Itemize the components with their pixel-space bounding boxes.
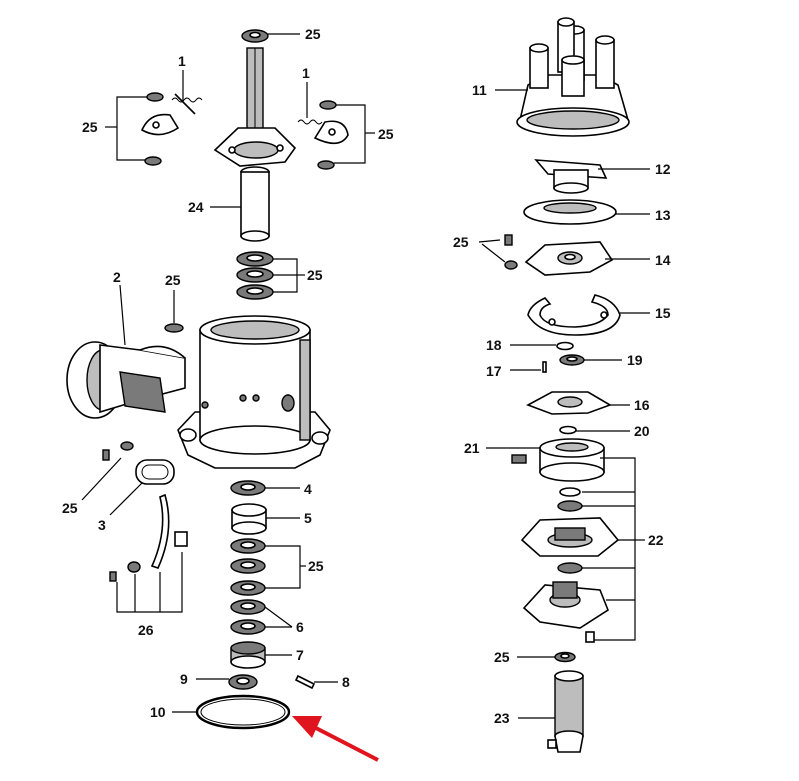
label-10: 10 xyxy=(150,704,166,720)
lower-left-screw xyxy=(81,441,134,501)
label-8: 8 xyxy=(342,674,350,690)
bushing-5 xyxy=(231,503,300,535)
clip-ring-15 xyxy=(527,294,650,336)
label-22: 22 xyxy=(648,532,664,548)
left-flyweight-group xyxy=(105,70,203,166)
label-19: 19 xyxy=(627,352,643,368)
label-1-right: 1 xyxy=(302,65,310,81)
vacuum-washer xyxy=(164,290,184,333)
distributor-cap xyxy=(495,17,630,137)
label-13: 13 xyxy=(655,207,671,223)
washer-pair-6 xyxy=(230,599,293,635)
rotor-12 xyxy=(534,159,650,194)
label-21: 21 xyxy=(464,440,480,456)
lower-right-washer xyxy=(517,651,576,663)
top-washer xyxy=(241,29,300,43)
distributor-shaft xyxy=(213,47,297,167)
ring-20 xyxy=(559,425,630,435)
ring-18 xyxy=(510,341,574,351)
pickup-coil-21 xyxy=(486,438,605,482)
highlight-arrow xyxy=(292,716,379,762)
collar-9 xyxy=(196,674,258,690)
seal-ring xyxy=(109,459,175,516)
washer-4 xyxy=(230,480,300,496)
label-17: 17 xyxy=(486,363,502,379)
label-18: 18 xyxy=(486,337,502,353)
plate-14 xyxy=(478,234,650,276)
label-9: 9 xyxy=(180,671,188,687)
label-7: 7 xyxy=(296,647,304,663)
drive-gear-7 xyxy=(230,641,292,669)
distributor-housing xyxy=(177,315,331,469)
label-25-right: 25 xyxy=(378,126,394,142)
label-16: 16 xyxy=(634,397,650,413)
label-20: 20 xyxy=(634,423,650,439)
label-25-stack-lower: 25 xyxy=(308,558,324,574)
label-25-lower-right: 25 xyxy=(494,649,510,665)
vacuum-advance-unit xyxy=(66,284,186,419)
label-3: 3 xyxy=(98,517,106,533)
label-26: 26 xyxy=(138,622,154,638)
label-5: 5 xyxy=(304,510,312,526)
dust-cover-13 xyxy=(523,199,650,225)
label-25-lower-left: 25 xyxy=(62,500,78,516)
pin-8 xyxy=(294,674,338,690)
label-25-left: 25 xyxy=(82,119,98,135)
pin-17 xyxy=(510,361,547,373)
o-ring-10 xyxy=(172,694,291,730)
label-24: 24 xyxy=(188,199,204,215)
label-11: 11 xyxy=(472,82,487,98)
rotor-shaft-23 xyxy=(518,670,584,753)
label-2: 2 xyxy=(113,269,121,285)
label-25-top: 25 xyxy=(305,26,321,42)
label-25-vacuum: 25 xyxy=(165,272,181,288)
right-flyweight-group xyxy=(297,82,375,170)
washer-19 xyxy=(559,354,622,366)
lower-washer-stack xyxy=(230,538,306,596)
trigger-assembly-22 xyxy=(520,457,645,643)
label-15: 15 xyxy=(655,305,671,321)
label-12: 12 xyxy=(655,161,671,177)
retaining-clip xyxy=(109,493,188,613)
upper-washer-stack xyxy=(236,251,305,300)
label-25-plate: 25 xyxy=(453,234,469,250)
plate-16 xyxy=(526,391,630,415)
label-25-stack-upper: 25 xyxy=(307,267,323,283)
label-23: 23 xyxy=(494,710,510,726)
label-14: 14 xyxy=(655,252,671,268)
label-1-left: 1 xyxy=(178,53,186,69)
lower-shaft xyxy=(210,166,270,242)
label-4: 4 xyxy=(304,481,312,497)
label-6: 6 xyxy=(296,619,304,635)
